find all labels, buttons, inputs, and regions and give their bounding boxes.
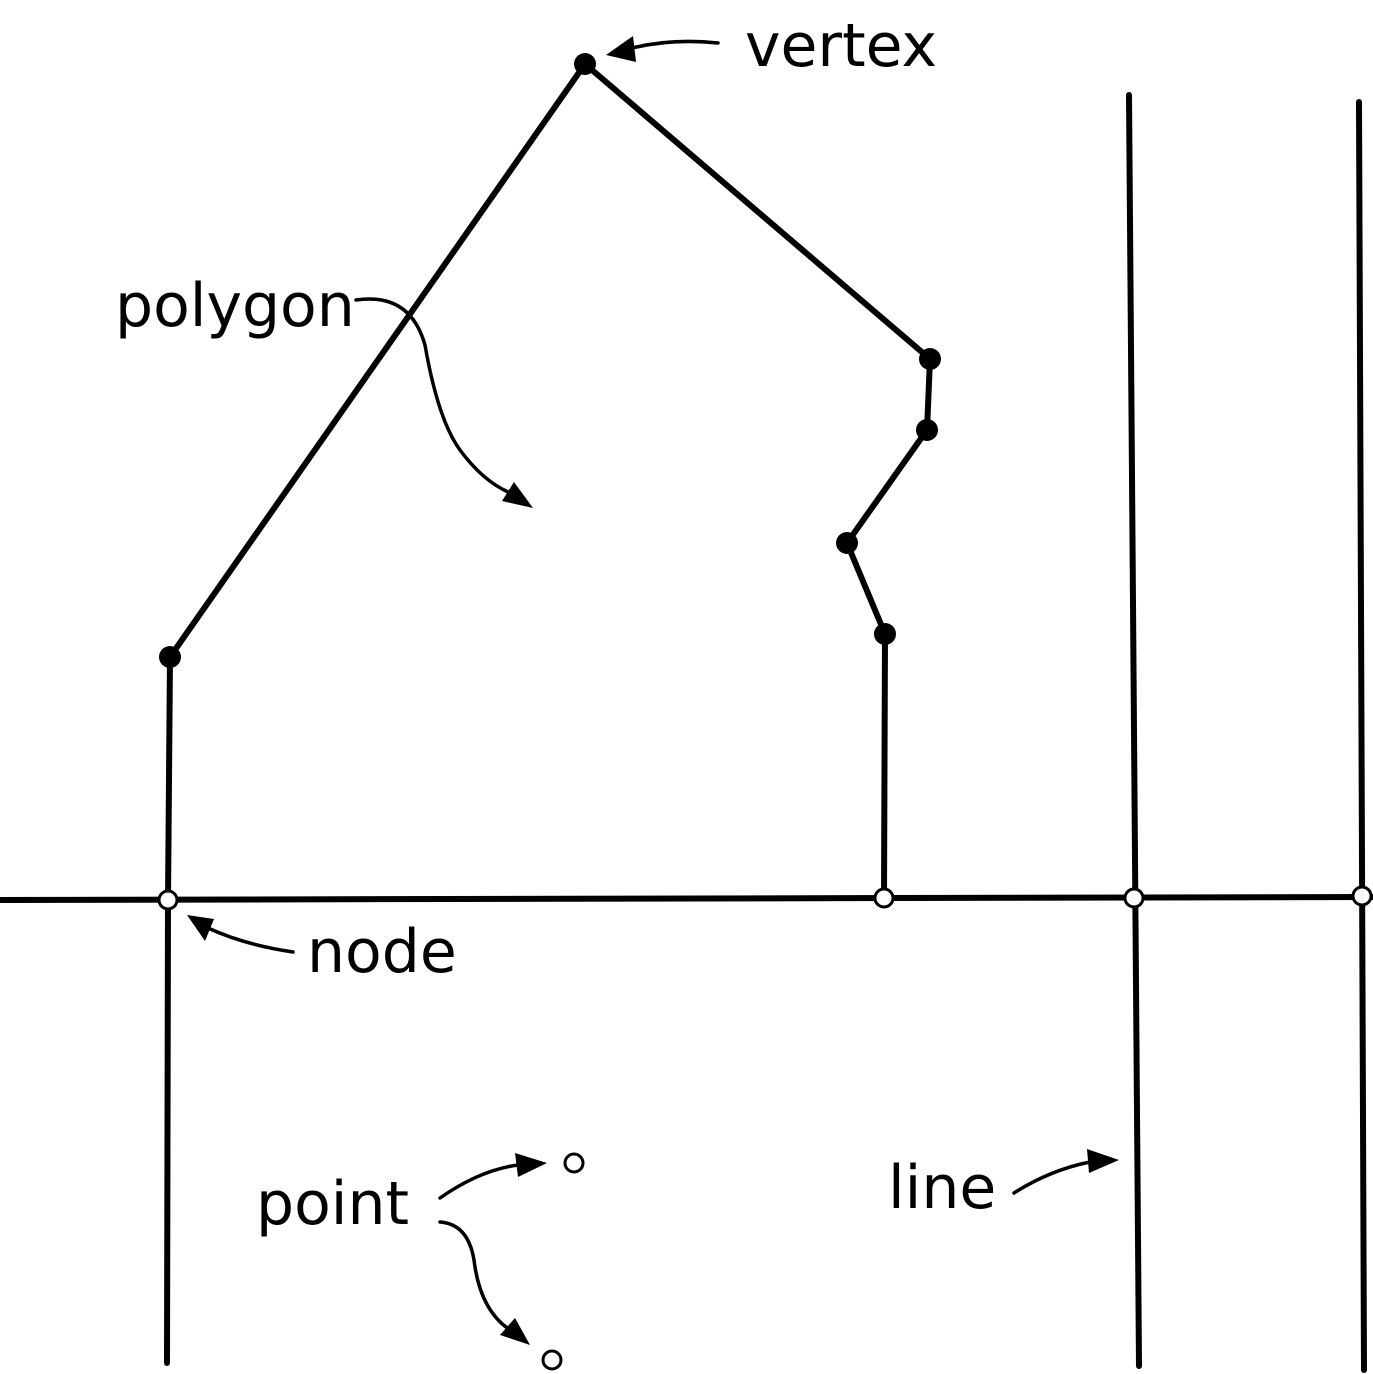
point-leader-upper	[438, 1163, 520, 1200]
vertex-dot	[159, 646, 181, 668]
vertical-line-right	[1356, 99, 1367, 1373]
point-arrowhead-lower	[500, 1318, 530, 1345]
line-leader	[1012, 1160, 1092, 1195]
polygon-arrowhead	[502, 482, 533, 508]
vertex-dot	[916, 419, 938, 441]
horizontal-line	[0, 894, 1373, 903]
point-label: point	[256, 1169, 409, 1239]
vertex-arrowhead	[606, 36, 636, 62]
vertex-label: vertex	[745, 11, 937, 81]
vertex-dot	[919, 348, 941, 370]
node-leader	[206, 926, 295, 954]
line-arrowhead	[1087, 1149, 1119, 1173]
polygon-boundary	[165, 61, 933, 903]
node-arrowhead	[187, 915, 214, 941]
vertex-dot	[836, 532, 858, 554]
vertical-line-left	[164, 897, 171, 1366]
node-dot	[157, 889, 179, 911]
node-dot	[1351, 885, 1373, 907]
point-dot	[541, 1349, 563, 1371]
polygon-label: polygon	[115, 271, 355, 341]
polygon-leader	[354, 297, 510, 494]
vertex-leader	[626, 39, 720, 51]
node-dot	[1123, 887, 1145, 909]
point-arrowhead-upper	[515, 1153, 547, 1177]
line-label: line	[888, 1153, 996, 1223]
node-label: node	[307, 917, 457, 987]
vertex-dot	[574, 53, 596, 75]
vertex-dot	[874, 623, 896, 645]
vertical-line-middle	[1126, 92, 1142, 1369]
node-dot	[873, 887, 895, 909]
point-leader-lower	[438, 1220, 512, 1332]
point-dot	[563, 1152, 585, 1174]
